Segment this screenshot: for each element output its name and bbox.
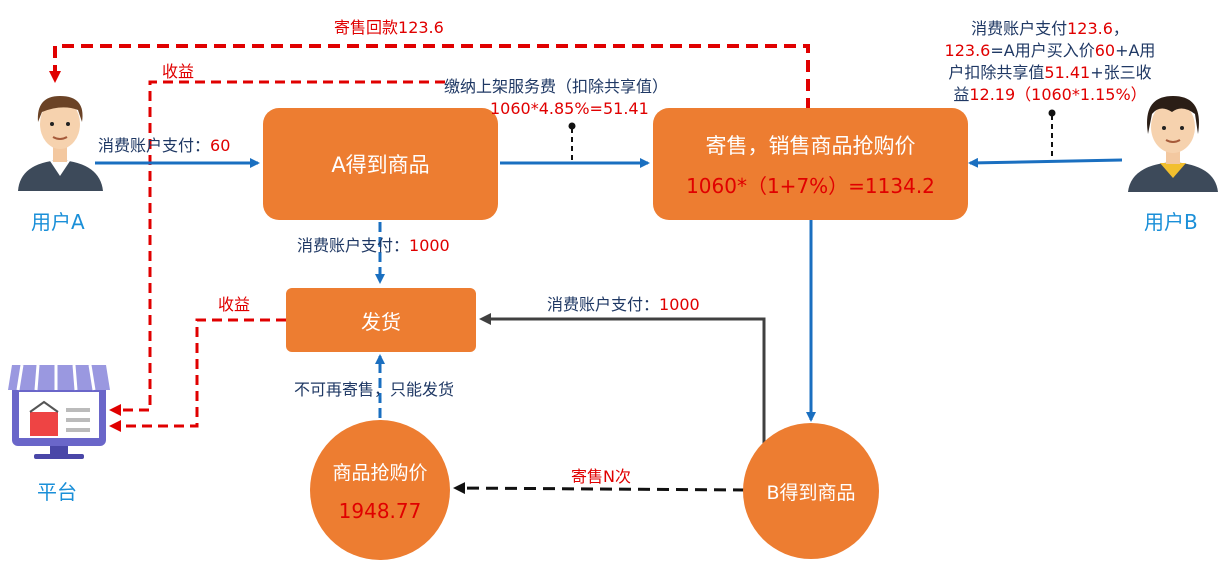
label-b-pay-note: 消费账户支付123.6， 123.6=A用户买入价60+A用 户扣除共享值51.… bbox=[905, 18, 1195, 106]
label-income-ship: 收益 bbox=[218, 295, 251, 314]
node-consign: 寄售，销售商品抢购价 1060*（1+7%）=1134.2 bbox=[653, 108, 968, 220]
storefront-icon bbox=[8, 364, 110, 459]
node-a-get-goods: A得到商品 bbox=[263, 108, 498, 220]
female-user-icon bbox=[1128, 96, 1218, 192]
edge-consign-n bbox=[453, 482, 746, 495]
edge-user-b-pay bbox=[968, 157, 1123, 168]
b-pay-line-3: 户扣除共享值51.41+张三收 bbox=[948, 63, 1152, 82]
label-pay-a: 消费账户支付：60 bbox=[98, 136, 231, 155]
label-consign-n: 寄售N次 bbox=[571, 467, 631, 486]
actor-user-a-label: 用户A bbox=[31, 210, 85, 234]
node-rush-value: 1948.77 bbox=[338, 498, 422, 523]
node-consign-formula: 1060*（1+7%）=1134.2 bbox=[686, 173, 935, 198]
label-pay-1000: 消费账户支付：1000 bbox=[297, 236, 450, 255]
label-listing-fee-formula: 1060*4.85%=51.41 bbox=[490, 99, 649, 118]
node-consign-title: 寄售，销售商品抢购价 bbox=[705, 133, 916, 158]
node-ship-label: 发货 bbox=[361, 309, 401, 334]
b-pay-line-1: 消费账户支付123.6， bbox=[971, 19, 1129, 38]
actor-user-b-label: 用户B bbox=[1144, 210, 1198, 234]
edge-income-top bbox=[109, 80, 445, 416]
node-rush-price: 商品抢购价 1948.77 bbox=[310, 420, 450, 560]
pin-fee-dot bbox=[568, 122, 576, 130]
node-b-get-goods-label: B得到商品 bbox=[766, 481, 856, 504]
actor-platform-label: 平台 bbox=[37, 480, 77, 504]
label-income-top: 收益 bbox=[162, 62, 195, 81]
edge-b-ship bbox=[479, 313, 766, 444]
b-pay-line-4: 益12.19（1060*1.15%） bbox=[953, 85, 1147, 104]
label-consign-refund: 寄售回款123.6 bbox=[334, 18, 444, 37]
label-listing-fee: 缴纳上架服务费（扣除共享值） bbox=[444, 77, 669, 96]
label-no-resale: 不可再寄售，只能发货 bbox=[294, 380, 455, 399]
b-pay-line-2: 123.6=A用户买入价60+A用 bbox=[944, 41, 1156, 60]
label-pay-b-ship: 消费账户支付：1000 bbox=[547, 295, 700, 314]
node-ship: 发货 bbox=[286, 288, 476, 352]
male-user-icon bbox=[18, 96, 103, 191]
node-rush-title: 商品抢购价 bbox=[332, 461, 428, 484]
edge-consign-refund bbox=[49, 44, 810, 110]
edge-income-ship bbox=[109, 318, 286, 432]
node-a-get-goods-label: A得到商品 bbox=[331, 153, 430, 177]
node-b-get-goods: B得到商品 bbox=[743, 423, 879, 559]
pin-b-pay-dot bbox=[1048, 109, 1056, 117]
